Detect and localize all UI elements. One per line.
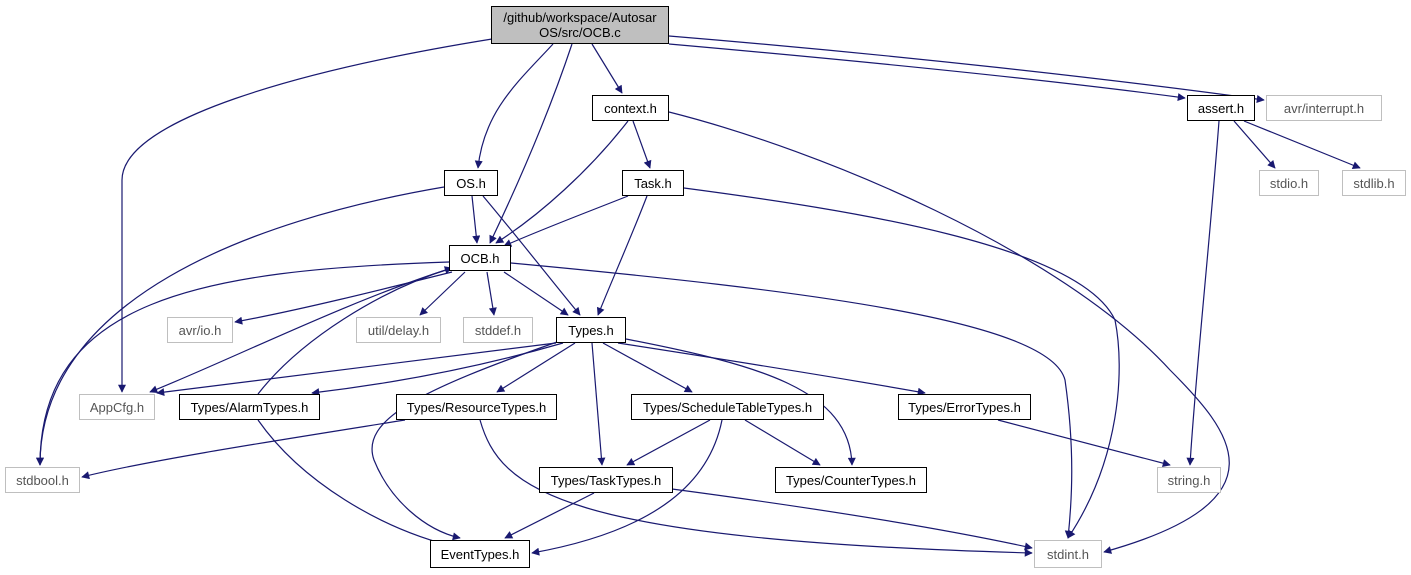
edge-types-resource	[496, 342, 576, 393]
node-util-delay-h: util/delay.h	[356, 317, 441, 343]
edge-context-ocb	[495, 120, 629, 244]
node-counter-types-h[interactable]: Types/CounterTypes.h	[775, 467, 927, 493]
edge-os-ocb	[471, 195, 481, 244]
node-avr-interrupt-h: avr/interrupt.h	[1266, 95, 1382, 121]
node-resource-types-h[interactable]: Types/ResourceTypes.h	[396, 394, 557, 420]
edge-types-schedule	[602, 342, 693, 393]
edge-root-context	[591, 43, 623, 94]
edge-root-avr-interrupt	[668, 35, 1265, 103]
node-stdbool-h: stdbool.h	[5, 467, 80, 493]
edge-root-assert	[668, 43, 1186, 102]
edge-alarm-event	[257, 419, 461, 551]
node-stddef-h: stddef.h	[463, 317, 533, 343]
node-stdint-h: stdint.h	[1034, 540, 1102, 568]
edge-assert-stdlib	[1243, 120, 1361, 170]
edge-schedule-task-types	[626, 419, 711, 466]
node-appcfg-h: AppCfg.h	[79, 394, 155, 420]
edge-ocb-stdint	[510, 262, 1073, 539]
edge-os-stdbool	[36, 186, 445, 466]
edge-task-stdint	[683, 187, 1120, 539]
node-ocb-c-line2: OS/src/OCB.c	[539, 25, 621, 40]
edge-task-ocb	[503, 195, 629, 247]
node-ocb-c-line1: /github/workspace/Autosar	[503, 10, 657, 25]
edge-types-error	[617, 342, 926, 396]
edge-task-types-stdint	[671, 488, 1033, 551]
edge-types-event	[371, 341, 558, 541]
node-stdio-h: stdio.h	[1259, 170, 1319, 196]
edge-types-task-types	[591, 342, 606, 466]
node-assert-h[interactable]: assert.h	[1187, 95, 1255, 121]
edge-assert-string	[1186, 120, 1220, 466]
node-event-types-h[interactable]: EventTypes.h	[430, 540, 530, 568]
edge-ocb-appcfg	[149, 267, 453, 394]
node-ocb-h[interactable]: OCB.h	[449, 245, 511, 271]
edge-error-string	[997, 419, 1171, 468]
node-task-h[interactable]: Task.h	[622, 170, 684, 196]
edge-types-counter	[625, 338, 856, 466]
edge-ocb-types	[503, 271, 569, 316]
edge-context-stdint	[668, 111, 1230, 554]
edge-task-types-event	[504, 492, 595, 539]
node-task-types-h[interactable]: Types/TaskTypes.h	[539, 467, 673, 493]
edge-types-alarm	[311, 342, 564, 397]
edge-context-task	[632, 120, 652, 169]
edge-alarm-ocb	[257, 266, 453, 395]
node-alarm-types-h[interactable]: Types/AlarmTypes.h	[179, 394, 320, 420]
node-context-h[interactable]: context.h	[592, 95, 669, 121]
edge-task-types	[596, 195, 648, 316]
edge-os-types	[482, 195, 581, 316]
node-string-h: string.h	[1157, 467, 1221, 493]
node-error-types-h[interactable]: Types/ErrorTypes.h	[898, 394, 1031, 420]
edge-assert-stdio	[1233, 120, 1276, 169]
edge-ocb-avr-io	[234, 271, 453, 325]
node-ocb-c: /github/workspace/Autosar OS/src/OCB.c	[491, 6, 669, 44]
edge-root-ocb	[489, 43, 573, 244]
edge-ocb-stdbool	[36, 261, 450, 466]
node-types-h[interactable]: Types.h	[556, 317, 626, 343]
node-avr-io-h: avr/io.h	[167, 317, 233, 343]
edge-types-appcfg	[156, 342, 557, 397]
edge-resource-stdbool	[81, 419, 406, 480]
edge-root-appcfg	[118, 38, 493, 393]
edge-ocb-stddef	[486, 271, 497, 316]
edge-root-os	[474, 43, 554, 169]
node-stdlib-h: stdlib.h	[1342, 170, 1406, 196]
node-schedule-table-types-h[interactable]: Types/ScheduleTableTypes.h	[631, 394, 824, 420]
edge-ocb-util-delay	[419, 271, 466, 316]
edge-schedule-event	[531, 419, 723, 556]
edge-schedule-counter	[744, 419, 821, 466]
edge-resource-stdint	[479, 419, 1033, 557]
node-os-h[interactable]: OS.h	[444, 170, 498, 196]
